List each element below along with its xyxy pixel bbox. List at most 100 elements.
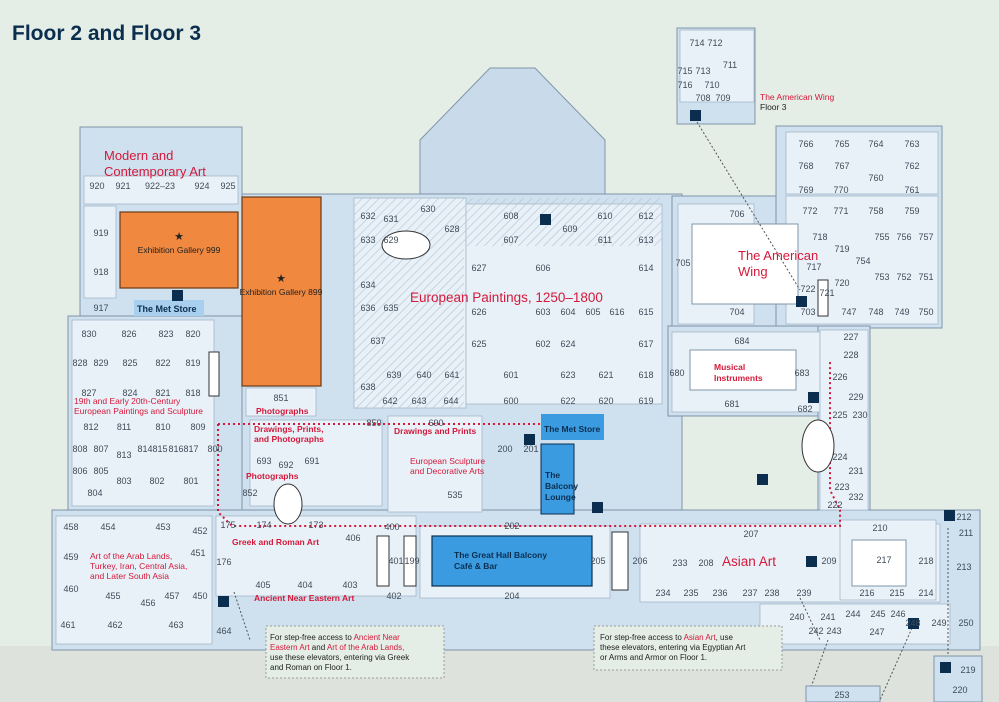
room-456[interactable]: 456 — [140, 598, 155, 608]
room-802[interactable]: 802 — [149, 476, 164, 486]
room-818[interactable]: 818 — [185, 388, 200, 398]
room-402[interactable]: 402 — [386, 591, 401, 601]
room-816[interactable]: 816 — [168, 444, 183, 454]
room-624[interactable]: 624 — [560, 339, 575, 349]
room-242[interactable]: 242 — [808, 626, 823, 636]
room-228[interactable]: 228 — [843, 350, 858, 360]
room-754[interactable]: 754 — [855, 256, 870, 266]
room-829[interactable]: 829 — [93, 358, 108, 368]
room-620[interactable]: 620 — [598, 396, 613, 406]
room-606[interactable]: 606 — [535, 263, 550, 273]
room-641[interactable]: 641 — [444, 370, 459, 380]
room-457[interactable]: 457 — [164, 591, 179, 601]
room-239[interactable]: 239 — [796, 588, 811, 598]
room-220[interactable]: 220 — [952, 685, 967, 695]
great-hall-cafe[interactable] — [431, 535, 593, 587]
gallery-label-european-paintings[interactable]: European Paintings, 1250–1800 — [410, 290, 603, 305]
room-714[interactable]: 714 — [689, 38, 704, 48]
room-248[interactable]: 248 — [905, 618, 920, 628]
room-850[interactable]: 850 — [366, 418, 381, 428]
room-817[interactable]: 817 — [183, 444, 198, 454]
gallery-label-greek-roman[interactable]: Greek and Roman Art — [232, 537, 319, 547]
room-618[interactable]: 618 — [638, 370, 653, 380]
room-924[interactable]: 924 — [194, 181, 209, 191]
room-757[interactable]: 757 — [918, 232, 933, 242]
gallery-label-photographs-2[interactable]: Photographs — [246, 471, 299, 481]
room-454[interactable]: 454 — [100, 522, 115, 532]
room-813[interactable]: 813 — [116, 450, 131, 460]
room-207[interactable]: 207 — [743, 529, 758, 539]
room-770[interactable]: 770 — [833, 185, 848, 195]
room-704[interactable]: 704 — [729, 307, 744, 317]
room-238[interactable]: 238 — [764, 588, 779, 598]
room-748[interactable]: 748 — [868, 307, 883, 317]
room-824[interactable]: 824 — [122, 388, 137, 398]
room-615[interactable]: 615 — [638, 307, 653, 317]
room-609[interactable]: 609 — [562, 224, 577, 234]
room-711[interactable]: 711 — [723, 60, 737, 70]
room-230[interactable]: 230 — [852, 410, 867, 420]
room-749[interactable]: 749 — [894, 307, 909, 317]
room-852[interactable]: 852 — [242, 488, 257, 498]
gallery-label-ancient-near-eastern[interactable]: Ancient Near Eastern Art — [254, 593, 354, 603]
room-459[interactable]: 459 — [63, 552, 78, 562]
room-814[interactable]: 814 — [137, 444, 152, 454]
room-610[interactable]: 610 — [597, 211, 612, 221]
met-store-1[interactable] — [134, 300, 204, 316]
room-616[interactable]: 616 — [609, 307, 624, 317]
room-918[interactable]: 918 — [93, 267, 108, 277]
room-455[interactable]: 455 — [105, 591, 120, 601]
room-629[interactable]: 629 — [383, 235, 398, 245]
room-759[interactable]: 759 — [904, 206, 919, 216]
room-705[interactable]: 705 — [675, 258, 690, 268]
room-202[interactable]: 202 — [504, 521, 519, 531]
room-199[interactable]: 199 — [404, 556, 419, 566]
room-174[interactable]: 174 — [256, 520, 271, 530]
room-820[interactable]: 820 — [185, 329, 200, 339]
room-760[interactable]: 760 — [868, 173, 883, 183]
balcony-lounge[interactable] — [540, 443, 575, 515]
room-613[interactable]: 613 — [638, 235, 653, 245]
room-710[interactable]: 710 — [704, 80, 719, 90]
room-751[interactable]: 751 — [918, 272, 933, 282]
room-450[interactable]: 450 — [192, 591, 207, 601]
room-643[interactable]: 643 — [411, 396, 426, 406]
room-634[interactable]: 634 — [360, 280, 375, 290]
room-249[interactable]: 249 — [931, 618, 946, 628]
room-765[interactable]: 765 — [834, 139, 849, 149]
room-619[interactable]: 619 — [638, 396, 653, 406]
room-768[interactable]: 768 — [798, 161, 813, 171]
room-806[interactable]: 806 — [72, 466, 87, 476]
room-800[interactable]: 800 — [207, 444, 222, 454]
room-750[interactable]: 750 — [918, 307, 933, 317]
room-225[interactable]: 225 — [832, 410, 847, 420]
room-830[interactable]: 830 — [81, 329, 96, 339]
room-622[interactable]: 622 — [560, 396, 575, 406]
room-823[interactable]: 823 — [158, 329, 173, 339]
room-253[interactable]: 253 — [834, 690, 849, 700]
room-246[interactable]: 246 — [890, 609, 905, 619]
room-717[interactable]: 717 — [806, 262, 821, 272]
room-747[interactable]: 747 — [841, 307, 856, 317]
room-209[interactable]: 209 — [821, 556, 836, 566]
room-917[interactable]: 917 — [93, 303, 108, 313]
room-173[interactable]: 173 — [308, 520, 323, 530]
room-756[interactable]: 756 — [896, 232, 911, 242]
room-761[interactable]: 761 — [904, 185, 919, 195]
room-400[interactable]: 400 — [384, 522, 399, 532]
room-621[interactable]: 621 — [598, 370, 613, 380]
room-535[interactable]: 535 — [447, 490, 462, 500]
room-205[interactable]: 205 — [590, 556, 605, 566]
room-633[interactable]: 633 — [360, 235, 375, 245]
room-233[interactable]: 233 — [672, 558, 687, 568]
met-store-2[interactable] — [541, 414, 604, 440]
room-762[interactable]: 762 — [904, 161, 919, 171]
room-925[interactable]: 925 — [220, 181, 235, 191]
room-827[interactable]: 827 — [81, 388, 96, 398]
room-642[interactable]: 642 — [382, 396, 397, 406]
room-208[interactable]: 208 — [698, 558, 713, 568]
room-224[interactable]: 224 — [832, 452, 847, 462]
room-804[interactable]: 804 — [87, 488, 102, 498]
